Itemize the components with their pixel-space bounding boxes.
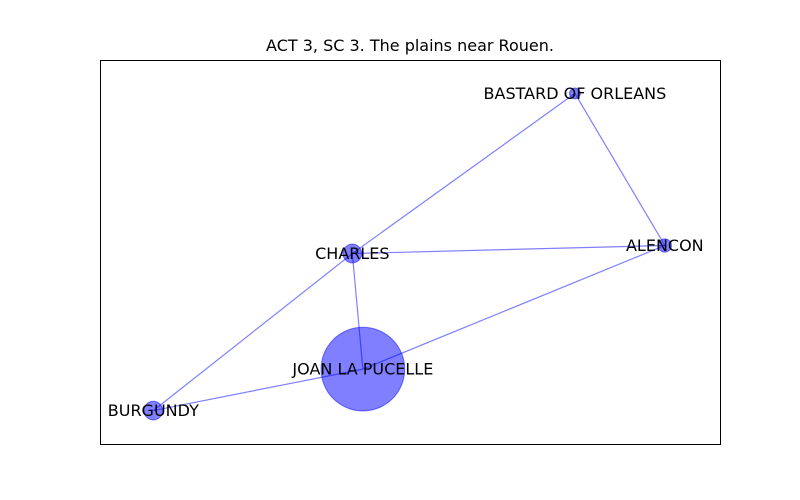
edge-layer: [152, 92, 666, 412]
node-layer: [143, 87, 672, 421]
plot-frame: [100, 60, 721, 445]
node-label-charles: CHARLES: [315, 244, 389, 263]
edge-bastard-of-orleans-charles: [351, 92, 576, 255]
node-label-bastard-of-orleans: BASTARD OF ORLEANS: [484, 84, 667, 103]
node-bastard-of-orleans: [569, 87, 581, 100]
chart-title: ACT 3, SC 3. The plains near Rouen.: [266, 36, 554, 55]
node-charles: [342, 243, 363, 264]
node-alencon: [657, 238, 672, 253]
edge-charles-burgundy: [152, 253, 353, 412]
node-label-alencon: ALENCON: [626, 236, 704, 255]
edge-bastard-of-orleans-alencon: [574, 93, 666, 246]
label-layer: BASTARD OF ORLEANS ALENCON CHARLES JOAN LA …: [108, 84, 704, 420]
node-label-burgundy: BURGUNDY: [108, 401, 199, 420]
node-label-joan-la-pucelle: JOAN LA PUCELLE: [291, 360, 433, 379]
node-burgundy: [143, 400, 164, 421]
edge-charles-alencon: [352, 244, 665, 255]
node-joan-la-pucelle: [320, 326, 406, 412]
edge-joan-la-pucelle-alencon: [362, 244, 666, 370]
